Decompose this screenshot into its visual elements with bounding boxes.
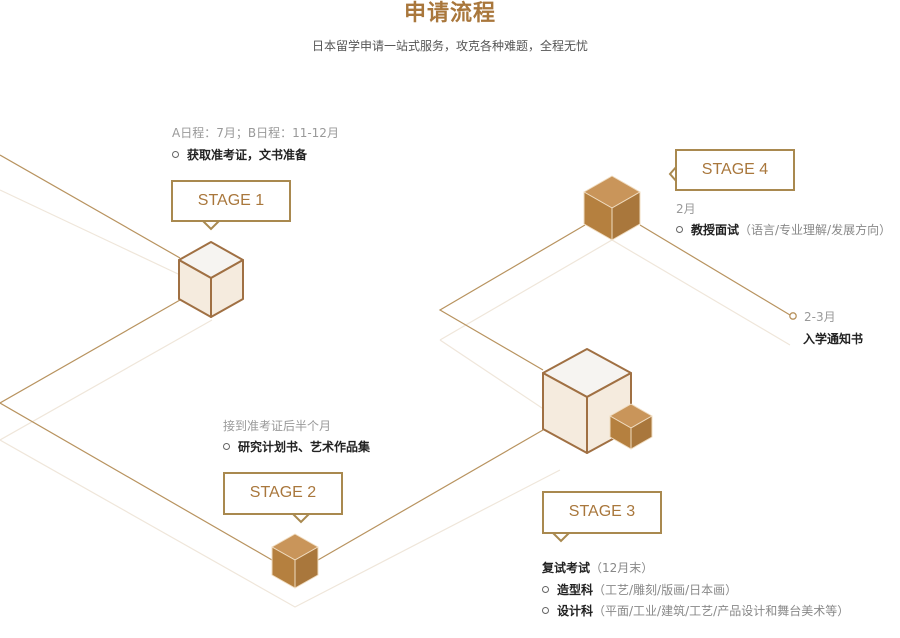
bullet-icon: [542, 607, 549, 614]
stage-1-label-box: STAGE 1: [171, 180, 291, 222]
stage-3-heading: 复试考试（12月末）: [542, 561, 654, 575]
final-time: 2-3月: [804, 310, 836, 324]
cube-stage-4-icon: [583, 175, 641, 241]
stage-4-time: 2月: [676, 202, 696, 216]
cube-stage-1-icon: [178, 241, 244, 318]
stage-4-label-box: STAGE 4: [675, 149, 795, 191]
stage-2-bubble-tail: [292, 513, 310, 524]
stage-4-item: 教授面试（语言/专业理解/发展方向）: [676, 222, 891, 238]
stage-2-item: 研究计划书、艺术作品集: [223, 439, 370, 455]
page-subtitle: 日本留学申请一站式服务，攻克各种难题，全程无忧: [311, 39, 588, 53]
stage-1-item: 获取准考证，文书准备: [172, 147, 307, 163]
bullet-icon: [223, 443, 230, 450]
stage-3-bubble-tail: [552, 532, 570, 543]
cube-stage-2-icon: [271, 533, 319, 589]
stage-1-bubble-tail: [202, 220, 220, 231]
stage-3-label-box: STAGE 3: [542, 491, 662, 534]
stage-3-item-1: 造型科（工艺/雕刻/版画/日本画）: [542, 582, 737, 598]
cube-stage-3-small-icon: [609, 403, 653, 450]
path-main-lines: [0, 154, 791, 561]
cube-stage-3-icon: [542, 348, 632, 454]
bullet-icon: [676, 226, 683, 233]
stage-3-item-2: 设计科（平面/工业/建筑/工艺/产品设计和舞台美术等）: [542, 603, 849, 619]
bullet-icon: [172, 151, 179, 158]
final-node-icon: [789, 312, 797, 320]
final-label: 入学通知书: [803, 332, 864, 346]
stage-2-time: 接到准考证后半个月: [223, 419, 332, 433]
bullet-icon: [542, 586, 549, 593]
page-title: 申请流程: [403, 1, 496, 26]
stage-1-time: A日程：7月；B日程：11-12月: [172, 126, 339, 140]
path-shadow-lines: [0, 189, 791, 608]
stage-2-label-box: STAGE 2: [223, 472, 343, 515]
